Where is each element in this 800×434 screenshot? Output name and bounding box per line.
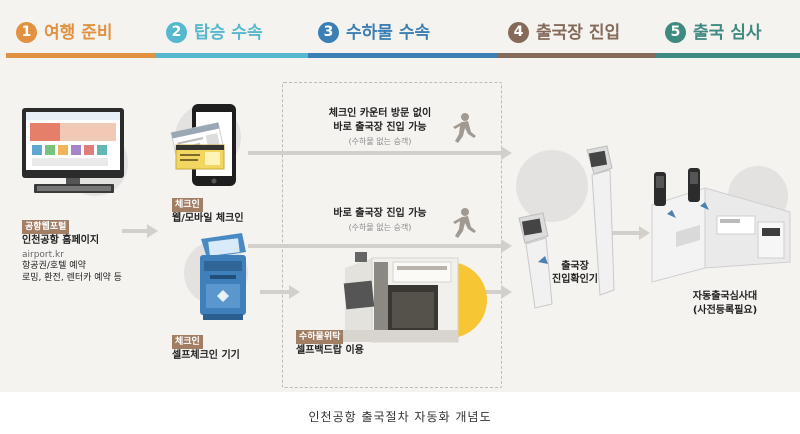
baggage-zone-box — [282, 82, 502, 388]
step-2-label: 탑승 수속 — [194, 23, 263, 43]
web-checkin-badge: 체크인 — [172, 198, 203, 212]
route-top-line2: 바로 출국장 진입 가능 — [333, 122, 427, 133]
step-4-number: 4 — [508, 22, 529, 43]
portal-line2: 로밍, 환전, 렌터카 예약 등 — [22, 273, 122, 283]
step-1-bar — [6, 53, 166, 58]
arrow-bagdrop-to-entry — [478, 285, 512, 299]
step-header: 1 여행 준비 2 탑승 수속 3 수하물 수속 4 출국장 진입 5 출국 심… — [0, 14, 800, 62]
entry-gate-icon — [516, 145, 615, 309]
step-1-label: 여행 준비 — [44, 23, 113, 43]
route-top-line1: 체크인 카운터 방문 없이 — [328, 108, 432, 119]
route-top-note: (수하물 없는 승객) — [348, 137, 412, 146]
step-3-bar — [308, 53, 500, 58]
arrow-entry-to-gate — [612, 226, 650, 240]
portal-line1: 항공권/호텔 예약 — [22, 261, 86, 271]
step-5-number: 5 — [665, 22, 686, 43]
route-mid-line1: 바로 출국장 진입 가능 — [333, 208, 427, 219]
walking-person-icon — [453, 113, 476, 143]
entry-label-line1: 출국장 — [561, 261, 589, 272]
portal-title: 인천공항 홈페이지 — [22, 235, 100, 246]
bag-drop-badge: 수하물위탁 — [296, 330, 344, 344]
step-2-number: 2 — [166, 22, 187, 43]
figure-caption: 인천공항 출국절차 자동화 개념도 — [308, 410, 492, 424]
step-5-label: 출국 심사 — [693, 23, 762, 43]
illustrations — [22, 104, 791, 343]
step-1-number: 1 — [16, 22, 37, 43]
walking-person-icon — [453, 208, 476, 238]
web-checkin-label: 웹/모바일 체크인 — [172, 213, 244, 224]
monitor-icon — [22, 108, 128, 196]
arrow-mid-route — [248, 239, 512, 253]
auto-gate-label-line1: 자동출국심사대 — [692, 291, 758, 302]
step-3-number: 3 — [318, 22, 339, 43]
phone-boarding-pass-icon — [170, 104, 241, 186]
auto-gate-label-line2: (사전등록필요) — [692, 305, 758, 316]
step-4-label: 출국장 진입 — [536, 23, 621, 43]
bag-drop-label: 셀프백드랍 이용 — [296, 345, 364, 356]
kiosk-icon — [184, 233, 248, 320]
route-mid-note: (수하물 없는 승객) — [348, 223, 412, 232]
step-4-bar — [498, 53, 656, 58]
portal-url: airport.kr — [22, 250, 64, 260]
portal-badge: 공항웹포털 — [22, 220, 70, 234]
self-checkin-badge: 체크인 — [172, 335, 203, 349]
auto-gate-icon — [651, 166, 791, 283]
step-5-bar — [655, 53, 800, 58]
bag-drop-icon — [340, 252, 487, 343]
arrow-top-route — [248, 146, 512, 160]
self-checkin-label: 셀프체크인 기기 — [172, 350, 240, 361]
arrow-kiosk-to-bagdrop — [260, 285, 300, 299]
step-2-bar — [156, 53, 314, 58]
step-3-label: 수하물 수속 — [346, 23, 431, 43]
arrow-portal-to-checkin — [122, 224, 158, 238]
entry-label-line2: 진입확인기 — [552, 274, 598, 285]
